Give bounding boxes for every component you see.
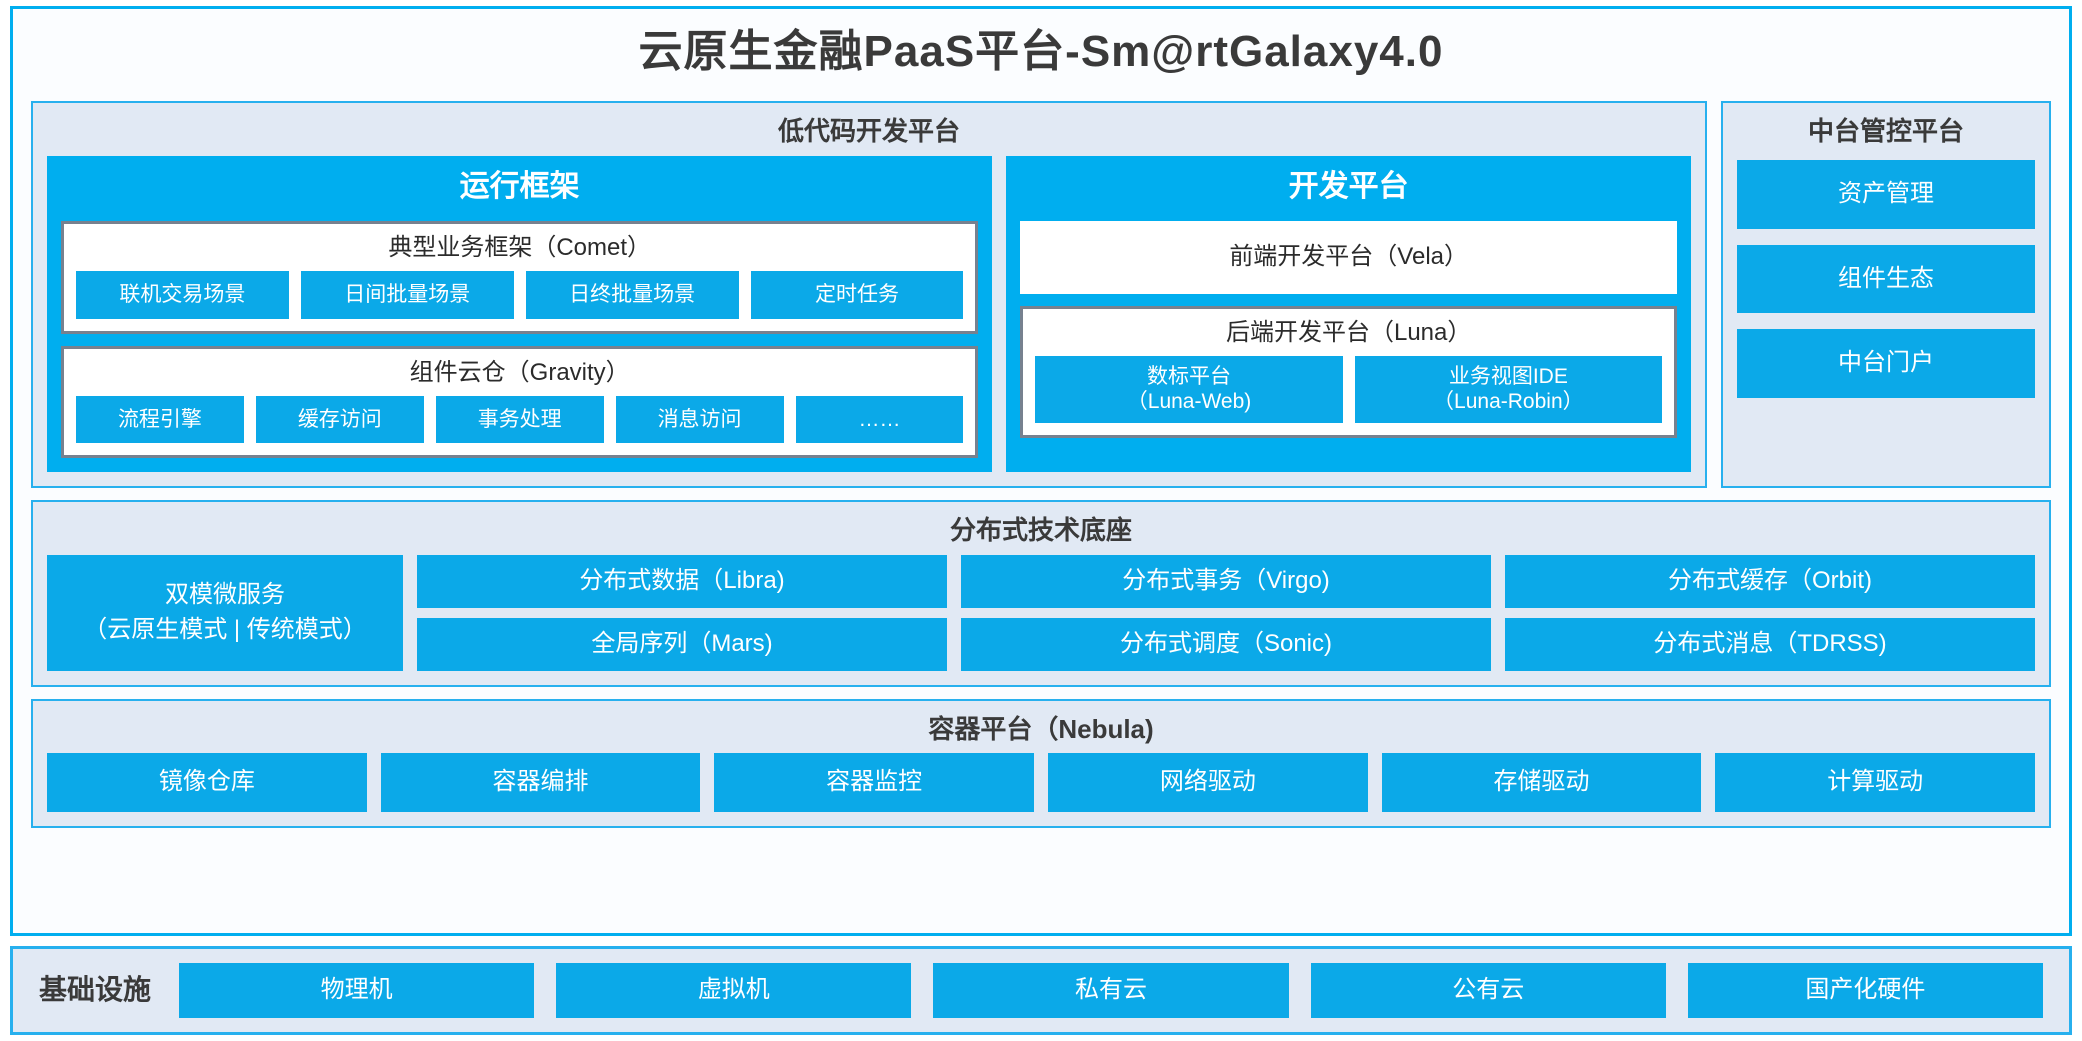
backend-chip-luna-web[interactable]: 数标平台 （Luna-Web) xyxy=(1035,356,1343,423)
development-platform-title: 开发平台 xyxy=(1288,169,1409,203)
container-cell-image-repo[interactable]: 镜像仓库 xyxy=(47,753,367,812)
techbase-column-3: 分布式缓存（Orbit) 分布式消息（TDRSS) xyxy=(1505,554,2035,671)
comet-chip-eod-batch[interactable]: 日终批量场景 xyxy=(525,271,739,319)
techbase-cell-mars[interactable]: 全局序列（Mars) xyxy=(417,617,947,671)
techbase-microservice-cell[interactable]: 双模微服务 （云原生模式 | 传统模式） xyxy=(47,554,403,671)
techbase-cell-virgo[interactable]: 分布式事务（Virgo) xyxy=(961,554,1491,608)
comet-chip-row: 联机交易场景 日间批量场景 日终批量场景 定时任务 xyxy=(76,271,964,319)
gravity-chip-message-access[interactable]: 消息访问 xyxy=(615,396,784,444)
container-cell-orchestration[interactable]: 容器编排 xyxy=(380,753,701,812)
development-platform-block: 开发平台 前端开发平台（Vela） 后端开发平台（Luna） 数标平台 （Lun… xyxy=(1006,155,1691,473)
container-platform-title: 容器平台（Nebula) xyxy=(928,713,1154,744)
techbase-cell-orbit[interactable]: 分布式缓存（Orbit) xyxy=(1505,554,2035,608)
backend-platform-title: 后端开发平台（Luna） xyxy=(1225,318,1472,346)
runtime-framework-title: 运行框架 xyxy=(459,169,580,203)
container-platform-body: 镜像仓库 容器编排 容器监控 网络驱动 存储驱动 计算驱动 xyxy=(47,753,2036,812)
backend-chip-luna-robin-name: 业务视图IDE xyxy=(1448,365,1568,389)
lowcode-platform-panel: 低代码开发平台 运行框架 典型业务框架（Comet） 联机交易场景 日间批量场景… xyxy=(31,101,1707,489)
backend-chip-luna-robin[interactable]: 业务视图IDE （Luna-Robin） xyxy=(1354,356,1663,423)
container-cell-storage-driver[interactable]: 存储驱动 xyxy=(1381,753,1702,812)
infrastructure-cell-domestic-hardware[interactable]: 国产化硬件 xyxy=(1687,963,2044,1018)
infrastructure-cell-private-cloud[interactable]: 私有云 xyxy=(933,963,1289,1018)
gravity-title: 组件云仓（Gravity） xyxy=(409,358,630,386)
gravity-chip-process-engine[interactable]: 流程引擎 xyxy=(76,396,244,444)
midoffice-item-asset-management[interactable]: 资产管理 xyxy=(1737,159,2035,229)
frontend-platform-bar[interactable]: 前端开发平台（Vela） xyxy=(1020,220,1677,294)
infrastructure-cell-public-cloud[interactable]: 公有云 xyxy=(1310,963,1666,1018)
midoffice-item-component-ecosystem[interactable]: 组件生态 xyxy=(1737,244,2035,314)
lowcode-platform-body: 运行框架 典型业务框架（Comet） 联机交易场景 日间批量场景 日终批量场景 … xyxy=(47,155,1691,473)
backend-platform-group: 后端开发平台（Luna） 数标平台 （Luna-Web) 业务视图IDE （Lu… xyxy=(1020,305,1677,438)
page-title: 云原生金融PaaS平台-Sm@rtGalaxy4.0 xyxy=(638,27,1444,76)
techbase-microservice-line2: （云原生模式 | 传统模式） xyxy=(83,615,367,643)
backend-chip-luna-web-sub: （Luna-Web) xyxy=(1126,390,1252,414)
top-row: 低代码开发平台 运行框架 典型业务框架（Comet） 联机交易场景 日间批量场景… xyxy=(31,101,2051,489)
techbase-microservice-column: 双模微服务 （云原生模式 | 传统模式） xyxy=(47,554,403,671)
techbase-title: 分布式技术底座 xyxy=(949,515,1132,546)
techbase-cell-sonic[interactable]: 分布式调度（Sonic) xyxy=(961,617,1491,671)
backend-chip-row: 数标平台 （Luna-Web) 业务视图IDE （Luna-Robin） xyxy=(1035,356,1663,423)
infrastructure-cell-physical-machine[interactable]: 物理机 xyxy=(179,963,535,1018)
midoffice-platform-title: 中台管控平台 xyxy=(1807,116,1964,147)
gravity-group: 组件云仓（Gravity） 流程引擎 缓存访问 事务处理 消息访问 …… xyxy=(61,345,979,459)
backend-chip-luna-web-name: 数标平台 xyxy=(1147,365,1232,389)
infrastructure-label: 基础设施 xyxy=(39,974,152,1006)
container-cell-network-driver[interactable]: 网络驱动 xyxy=(1048,753,1368,812)
comet-title: 典型业务框架（Comet） xyxy=(388,233,652,261)
gravity-chip-more[interactable]: …… xyxy=(795,396,964,444)
lowcode-platform-title: 低代码开发平台 xyxy=(777,116,960,147)
comet-chip-intraday-batch[interactable]: 日间批量场景 xyxy=(300,271,514,319)
midoffice-platform-panel: 中台管控平台 资产管理 组件生态 中台门户 xyxy=(1721,101,2051,489)
techbase-column-2: 分布式事务（Virgo) 分布式调度（Sonic) xyxy=(961,554,1491,671)
techbase-cell-tdrss[interactable]: 分布式消息（TDRSS) xyxy=(1505,617,2035,671)
techbase-cell-libra[interactable]: 分布式数据（Libra) xyxy=(417,554,947,608)
infrastructure-cell-virtual-machine[interactable]: 虚拟机 xyxy=(556,963,912,1018)
backend-chip-luna-robin-sub: （Luna-Robin） xyxy=(1433,390,1584,414)
container-cell-monitoring[interactable]: 容器监控 xyxy=(714,753,1035,812)
gravity-chip-transaction[interactable]: 事务处理 xyxy=(435,396,604,444)
runtime-framework-block: 运行框架 典型业务框架（Comet） 联机交易场景 日间批量场景 日终批量场景 … xyxy=(47,155,993,473)
techbase-body: 双模微服务 （云原生模式 | 传统模式） 分布式数据（Libra) 全局序列（M… xyxy=(47,554,2035,671)
techbase-microservice-line1: 双模微服务 xyxy=(165,580,285,608)
comet-group: 典型业务框架（Comet） 联机交易场景 日间批量场景 日终批量场景 定时任务 xyxy=(61,220,979,334)
main-frame: 云原生金融PaaS平台-Sm@rtGalaxy4.0 低代码开发平台 运行框架 … xyxy=(10,6,2072,937)
infrastructure-panel: 基础设施 物理机 虚拟机 私有云 公有云 国产化硬件 xyxy=(10,946,2072,1035)
comet-chip-online-trade[interactable]: 联机交易场景 xyxy=(76,271,289,319)
gravity-chip-cache-access[interactable]: 缓存访问 xyxy=(255,396,424,444)
midoffice-item-list: 资产管理 组件生态 中台门户 xyxy=(1737,156,2035,473)
midoffice-item-portal[interactable]: 中台门户 xyxy=(1737,329,2035,399)
techbase-column-1: 分布式数据（Libra) 全局序列（Mars) xyxy=(417,554,947,671)
comet-chip-scheduled-task[interactable]: 定时任务 xyxy=(750,271,964,319)
container-cell-compute-driver[interactable]: 计算驱动 xyxy=(1715,753,2036,812)
gravity-chip-row: 流程引擎 缓存访问 事务处理 消息访问 …… xyxy=(76,396,964,444)
container-platform-panel: 容器平台（Nebula) 镜像仓库 容器编排 容器监控 网络驱动 存储驱动 计算… xyxy=(31,698,2051,828)
techbase-panel: 分布式技术底座 双模微服务 （云原生模式 | 传统模式） 分布式数据（Libra… xyxy=(31,500,2051,687)
